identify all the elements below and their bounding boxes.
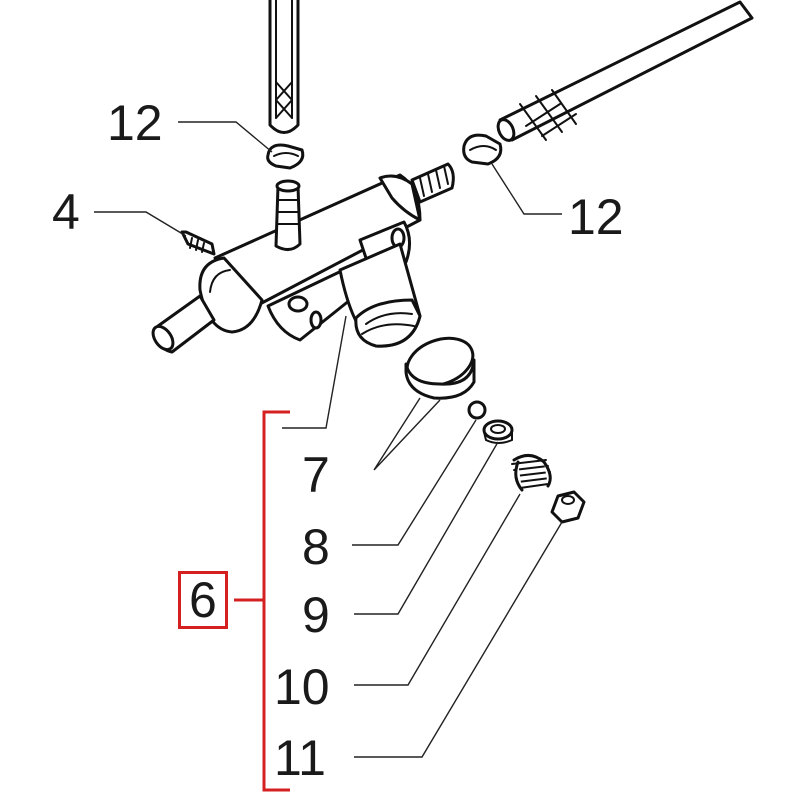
callout-9: 9 [302,587,330,643]
valve-seat [482,419,514,444]
callout-8: 8 [302,519,330,575]
leader-lines [94,121,563,758]
ball [467,400,487,420]
seal-ring [404,336,476,400]
vertical-hose [268,0,300,134]
nut [550,490,586,524]
assembly-bracket [234,410,290,792]
diagonal-hose [496,0,754,142]
callout-10: 10 [274,659,330,715]
callout-7: 7 [302,447,330,503]
callout-12-right: 12 [568,189,624,245]
callout-6-assembly: 6 [178,571,228,629]
hose-clamp-right [462,133,503,166]
screw [180,230,216,256]
spring [511,454,552,492]
callout-4: 4 [52,184,80,240]
callout-11: 11 [274,730,326,786]
hose-clamp-left [266,143,305,170]
callout-12-left: 12 [107,95,163,151]
gun-body [151,162,455,354]
